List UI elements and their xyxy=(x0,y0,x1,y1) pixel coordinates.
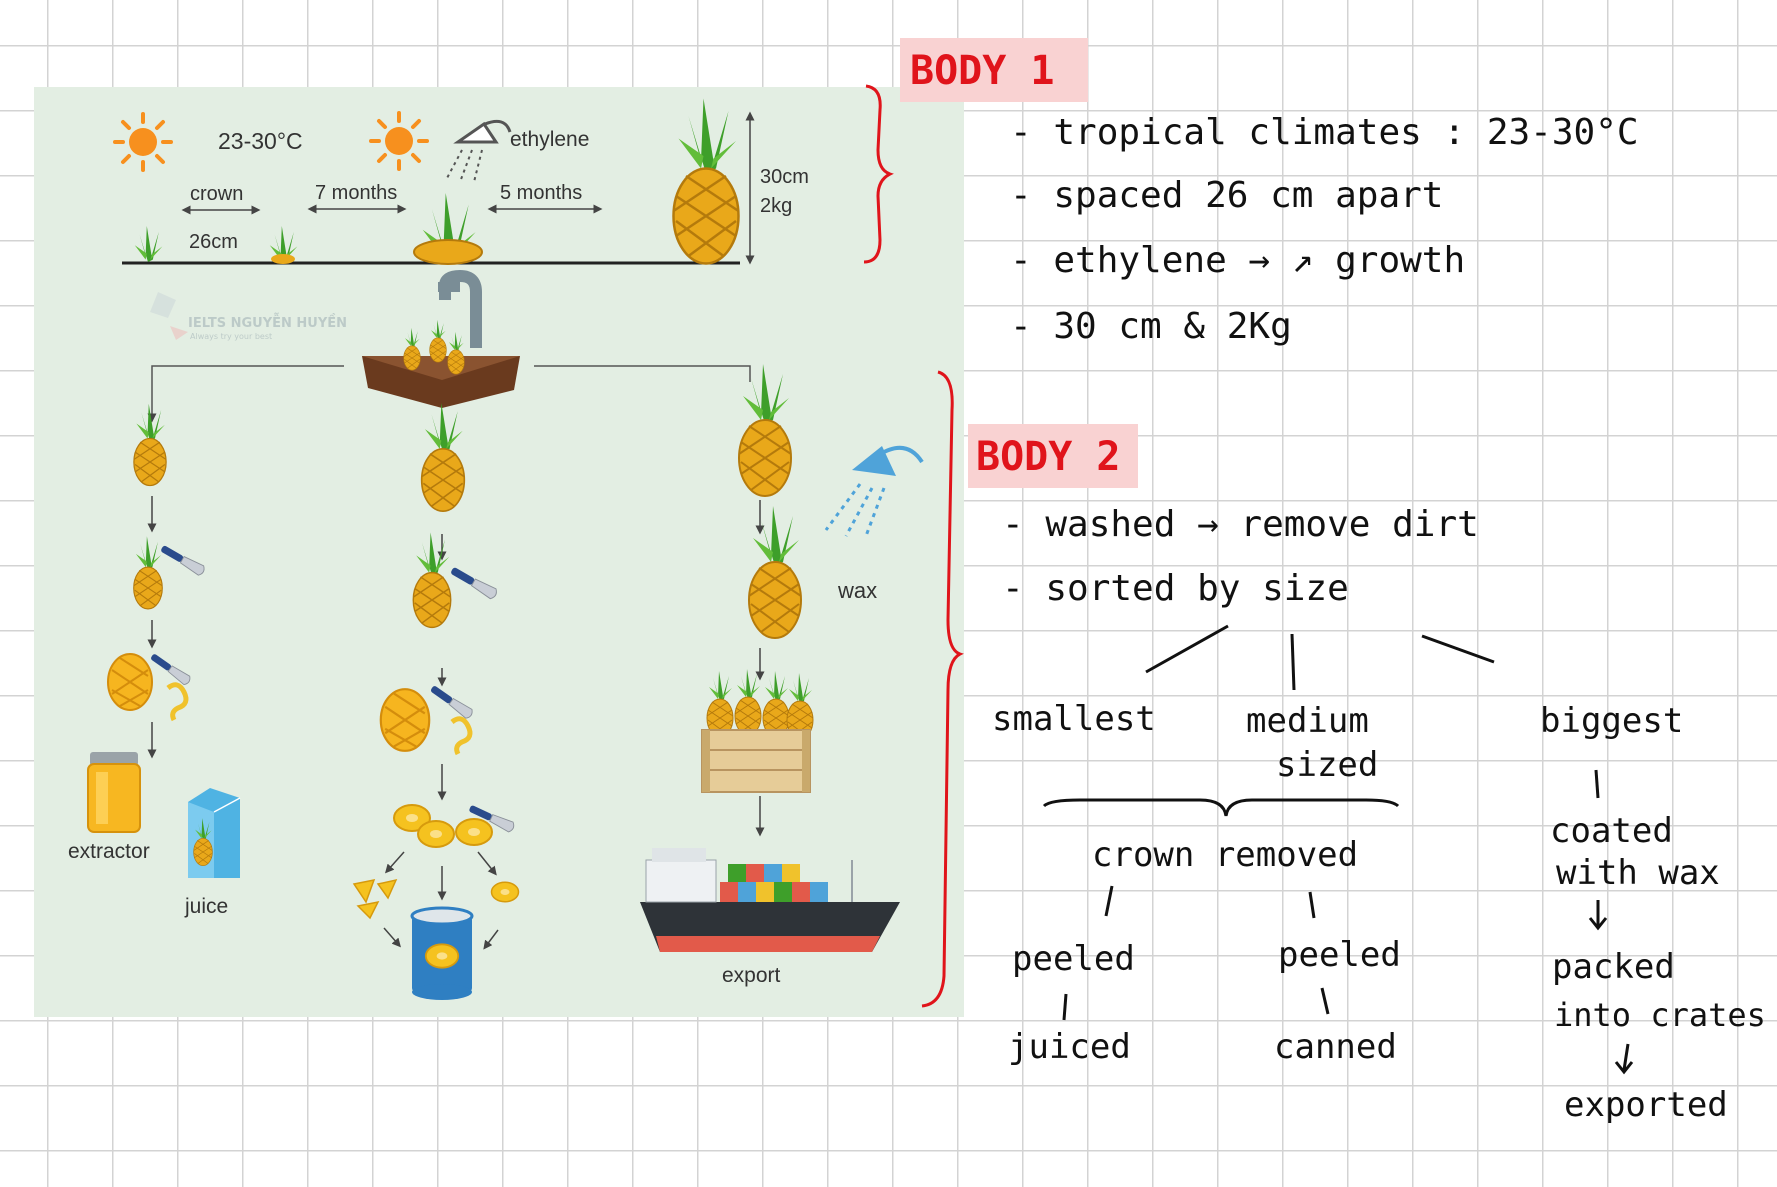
juice-extractor-icon xyxy=(87,752,141,833)
link-arrow xyxy=(1588,900,1608,931)
link-line xyxy=(1308,891,1316,919)
smallest-label: smallest xyxy=(992,699,1156,739)
body2-heading: BODY 2 xyxy=(976,434,1121,480)
wax-label: wax xyxy=(837,578,877,603)
peeled-left-label: peeled xyxy=(1012,939,1135,979)
body1-item: - tropical climates : 23-30°C xyxy=(1010,112,1639,153)
seven-months-label: 7 months xyxy=(315,182,397,204)
sort-branch-left xyxy=(1145,624,1229,674)
body2-item: - washed → remove dirt xyxy=(1002,504,1479,545)
coated-label: coated xyxy=(1550,811,1673,851)
juice-carton-icon xyxy=(188,788,241,878)
body1-heading: BODY 1 xyxy=(910,48,1055,94)
pineapple-slice-icon xyxy=(490,881,520,903)
peeled-pineapple-icon xyxy=(107,653,153,711)
link-line xyxy=(1062,993,1068,1021)
body2-item: - sorted by size xyxy=(1002,568,1349,609)
medium-label: medium xyxy=(1246,701,1369,741)
extractor-label: extractor xyxy=(68,840,150,863)
temperature-label: 23-30°C xyxy=(218,128,303,154)
wooden-crate-icon xyxy=(701,669,813,793)
flow-arrow xyxy=(385,851,405,874)
notes: BODY 1 - tropical climates : 23-30°C - s… xyxy=(900,38,1766,1125)
sized-label: sized xyxy=(1276,745,1378,785)
packed-label: packed xyxy=(1552,947,1675,987)
ethylene-shower-icon xyxy=(445,119,512,183)
body2-heading-highlight xyxy=(968,424,1138,488)
sun-icon xyxy=(369,111,429,171)
flow-arrow xyxy=(383,927,401,948)
sort-line-right xyxy=(534,365,751,382)
link-line xyxy=(1104,885,1114,917)
pineapple-chunk-icon xyxy=(352,878,398,920)
ethylene-label: ethylene xyxy=(510,128,589,151)
juiced-label: juiced xyxy=(1008,1027,1131,1067)
sort-branch-middle xyxy=(1290,633,1296,691)
spacing-label: 26cm xyxy=(189,231,238,253)
wax-sprayer-icon xyxy=(824,445,924,537)
growth-stage: 23-30°C ethylene crown 7 months 5 months… xyxy=(113,99,809,265)
watermark-tagline: Always try your best xyxy=(190,332,272,341)
five-months-label: 5 months xyxy=(500,182,582,204)
into-crates-label: into crates xyxy=(1554,996,1766,1034)
body2-brace xyxy=(921,370,964,1008)
crown-label: crown xyxy=(190,183,243,205)
peeled-pineapple-icon xyxy=(379,688,431,752)
young-fruit-icon xyxy=(271,254,295,264)
exported-label: exported xyxy=(1564,1085,1728,1125)
canned-label: canned xyxy=(1274,1027,1397,1067)
export-label: export xyxy=(722,964,781,987)
sun-icon xyxy=(113,112,173,172)
juice-label: juice xyxy=(184,895,228,918)
with-wax-label: with wax xyxy=(1556,853,1720,893)
watermark: IELTS NGUYỄN HUYỀN Always try your best xyxy=(150,292,347,341)
body1-item: - spaced 26 cm apart xyxy=(1010,175,1443,216)
flow-arrow xyxy=(483,929,499,950)
weight-label: 2kg xyxy=(760,195,792,217)
sort-branch-right xyxy=(1421,634,1495,664)
watermark-name: IELTS NGUYỄN HUYỀN xyxy=(188,313,347,331)
body1-heading-highlight xyxy=(900,38,1088,102)
body1-brace xyxy=(863,84,894,264)
washing-sink-icon xyxy=(362,269,520,408)
flow-arrow xyxy=(477,851,497,876)
sort-line-left xyxy=(147,365,344,423)
height-label: 30cm xyxy=(760,166,809,188)
link-arrow xyxy=(1614,1043,1634,1075)
cargo-ship-icon xyxy=(640,848,900,952)
link-line xyxy=(1594,769,1600,799)
body1-item: - 30 cm & 2Kg xyxy=(1010,306,1292,347)
crown-removed-label: crown removed xyxy=(1092,835,1358,875)
tin-can-icon xyxy=(410,906,474,1000)
link-line xyxy=(1320,987,1330,1015)
biggest-label: biggest xyxy=(1540,701,1683,741)
peeled-right-label: peeled xyxy=(1278,935,1401,975)
growing-fruit-icon xyxy=(413,239,483,265)
juice-branch: extractor juice xyxy=(68,404,241,918)
process-panel: 23-30°C ethylene crown 7 months 5 months… xyxy=(34,87,964,1017)
crown-removed-brace xyxy=(1042,798,1400,817)
export-branch: wax xyxy=(640,364,924,987)
body1-item: - ethylene → ↗ growth xyxy=(1010,240,1465,281)
canning-branch xyxy=(352,403,520,1000)
